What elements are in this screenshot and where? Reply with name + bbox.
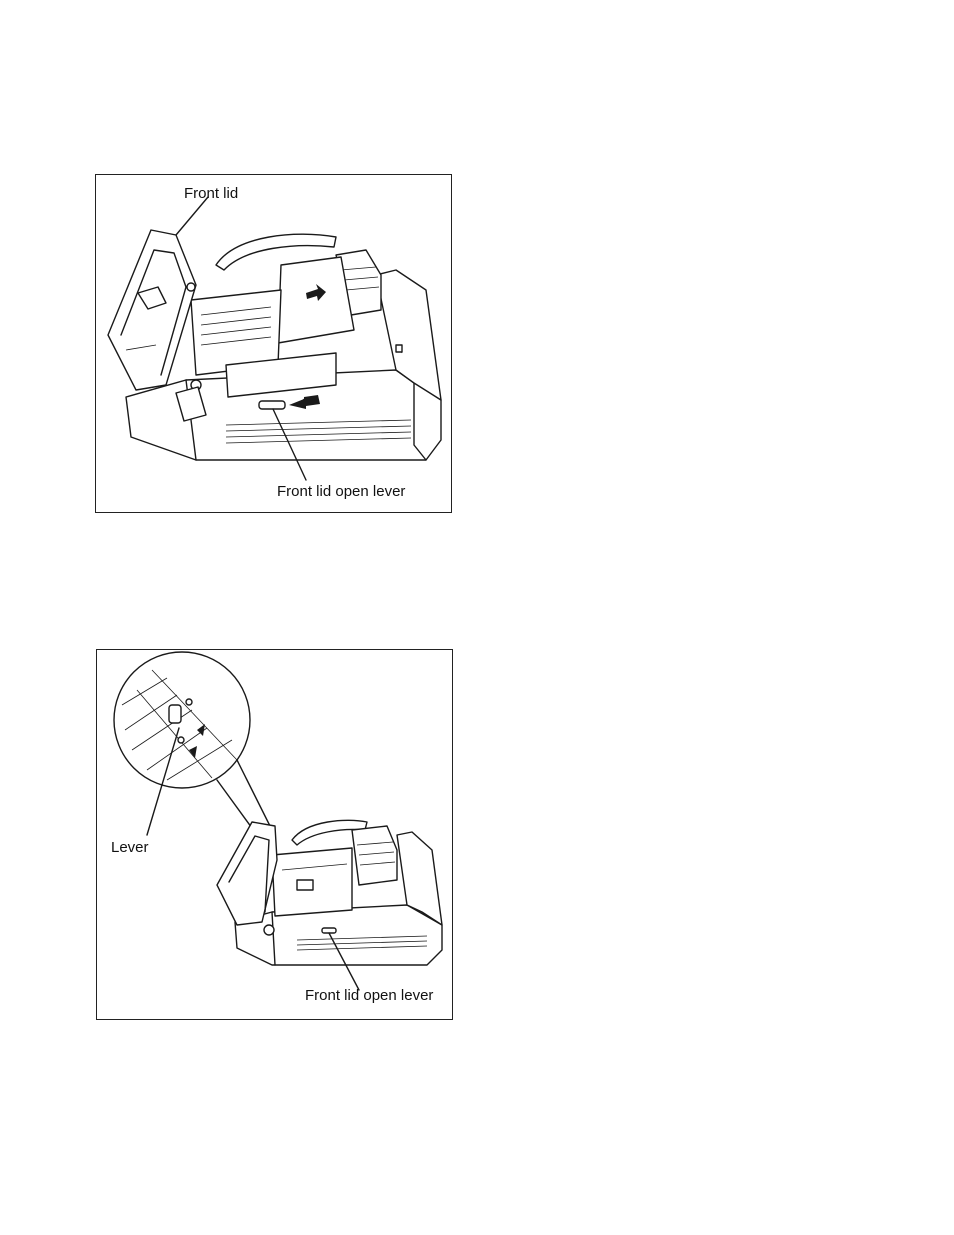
front-lid-open-lever-label: Front lid open lever bbox=[277, 483, 405, 500]
fax-machine-detail-magnifier-illustration bbox=[97, 650, 454, 1021]
lever-label: Lever bbox=[111, 839, 149, 856]
fax-machine-front-lid-open-illustration bbox=[96, 175, 453, 514]
front-lid-label: Front lid bbox=[184, 185, 238, 202]
figure-front-lid: Front lid Front lid open lever bbox=[95, 174, 452, 513]
front-lid-open-lever-label: Front lid open lever bbox=[305, 987, 433, 1004]
figure-lever-detail: Lever Front lid open lever bbox=[96, 649, 453, 1020]
